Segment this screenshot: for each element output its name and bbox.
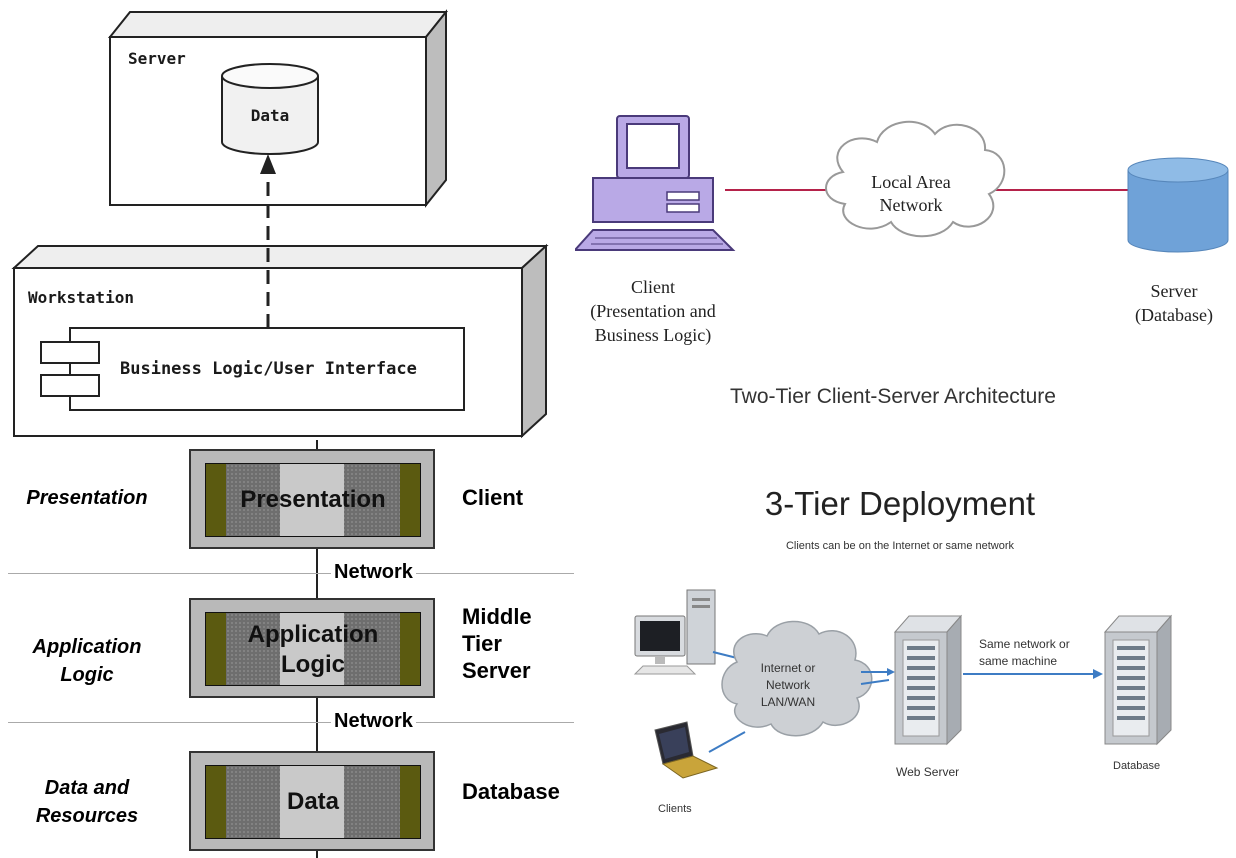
web-server-label: Web Server <box>896 765 960 779</box>
component-label: Business Logic/User Interface <box>120 359 417 379</box>
two-tier-caption: Two-Tier Client-Server Architecture <box>730 385 1056 408</box>
server-label-line: (Database) <box>1135 305 1213 325</box>
network-cloud-icon <box>825 120 1006 238</box>
server-arrow <box>860 679 890 685</box>
tier-left-label: Resources <box>35 805 139 827</box>
presentation-tier-box: Presentation <box>189 449 435 549</box>
client-label-line: (Presentation and <box>590 301 716 321</box>
data-label: Data <box>250 106 290 125</box>
divider <box>8 722 574 723</box>
deployment-diagram-svg <box>11 9 549 439</box>
tier-left-label: Logic <box>60 664 114 686</box>
client-arrow <box>708 731 746 753</box>
tier-left-label: Presentation <box>26 487 148 509</box>
database-server-icon <box>1103 614 1173 746</box>
deployment-title: 3-Tier Deployment <box>764 485 1036 522</box>
tier-right-label: Tier <box>462 631 502 656</box>
tier-right-label: Database <box>462 779 560 804</box>
cloud-label-line: LAN/WAN <box>760 695 816 709</box>
cloud-label-line: Network <box>765 678 810 692</box>
tier-left-label: Data and <box>44 777 130 799</box>
tier-box-label: Application <box>247 621 379 648</box>
internet-cloud-icon <box>721 620 873 737</box>
workstation-node-label: Workstation <box>28 288 134 307</box>
deployment-subtitle: Clients can be on the Internet or same n… <box>785 540 1015 552</box>
component-tab-icon <box>40 341 100 364</box>
server-label-line: Server <box>1150 281 1198 301</box>
component-tab-icon <box>40 374 100 397</box>
data-tier-box: Data <box>189 751 435 851</box>
server-database-icon <box>1127 157 1229 253</box>
arrowhead-icon <box>260 154 276 174</box>
client-computer-icon <box>575 115 736 251</box>
laptop-client-icon <box>654 721 719 779</box>
tier-box-label: Presentation <box>240 486 386 513</box>
tier-box-label: Data <box>286 788 340 815</box>
network-label: Network <box>331 710 416 733</box>
link-label-line: same machine <box>979 654 1058 668</box>
desktop-client-icon <box>633 589 716 675</box>
tier-right-label: Client <box>462 485 524 510</box>
database-label: Database <box>1113 760 1161 772</box>
tier-box-label: Logic <box>281 651 345 678</box>
clients-label: Clients <box>658 803 692 815</box>
divider <box>8 573 574 574</box>
client-arrow <box>712 651 738 659</box>
data-cylinder-icon <box>221 63 319 155</box>
network-label: Network <box>331 561 416 584</box>
deployment-svg <box>633 589 1173 779</box>
network-label-line: Local Area <box>871 172 951 192</box>
network-label-line: Network <box>879 195 943 215</box>
server-node-label: Server <box>128 49 186 68</box>
tier-right-label: Server <box>462 658 531 683</box>
tier-right-label: Middle <box>462 604 532 629</box>
client-label-line: Business Logic) <box>594 325 712 345</box>
two-tier-svg <box>575 115 1229 253</box>
web-server-icon <box>893 614 963 746</box>
client-label-line: Client <box>631 277 675 297</box>
link-label-line: Same network or <box>979 637 1070 651</box>
application-tier-box: Application Logic <box>189 598 435 698</box>
tier-left-label: Application <box>32 636 142 658</box>
cloud-label-line: Internet or <box>760 661 816 675</box>
